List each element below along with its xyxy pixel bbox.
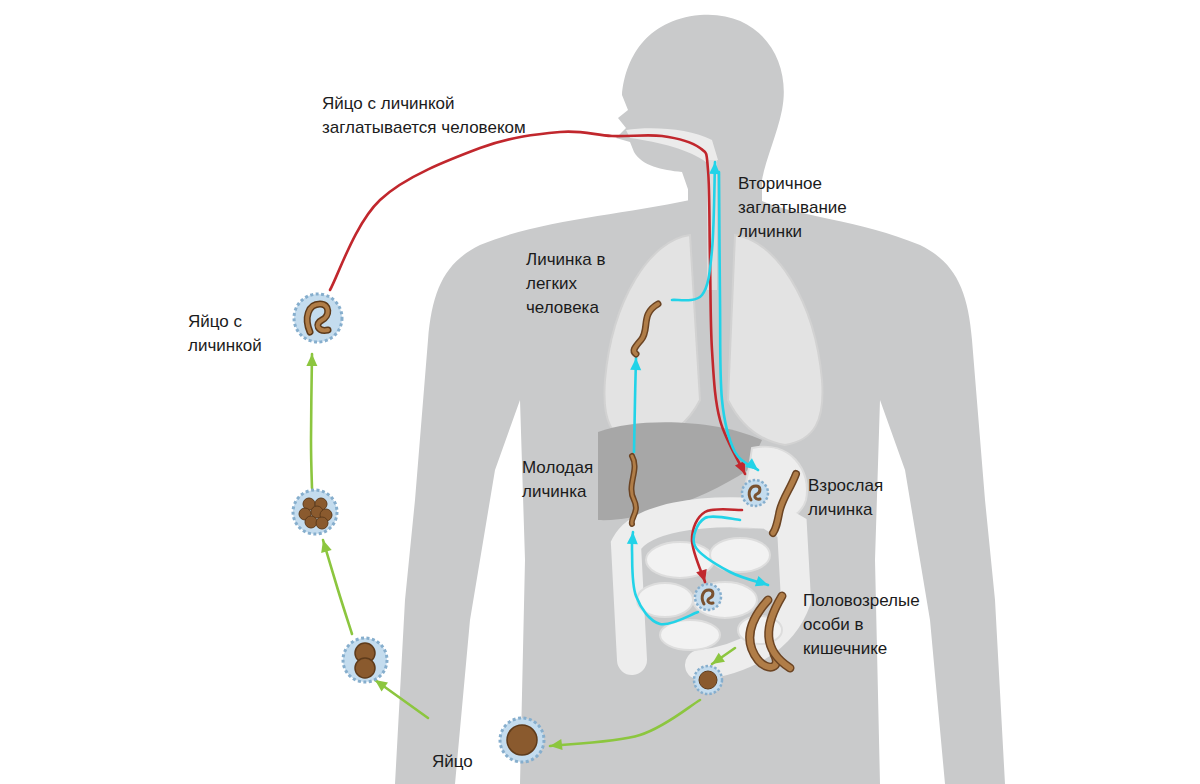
head xyxy=(616,15,784,195)
egg-cell xyxy=(355,658,375,678)
stage-node: Взрослая личинка xyxy=(740,470,915,535)
arrow-head xyxy=(627,532,638,544)
arrow-line xyxy=(375,680,428,718)
arrow-line xyxy=(330,132,745,474)
egg-icon xyxy=(695,584,721,610)
lung-left xyxy=(604,235,700,445)
stage-node: Яйцо с личинкой xyxy=(184,290,346,354)
arrow-head xyxy=(712,653,725,664)
arrow-head xyxy=(321,540,332,553)
egg-shell xyxy=(500,718,544,762)
egg-inner xyxy=(507,725,537,755)
larva-adult xyxy=(773,474,796,533)
larva-young xyxy=(631,456,636,524)
stage-label: Личинка в легких человека xyxy=(526,248,641,320)
adult-worm xyxy=(769,596,790,668)
mouth-throat xyxy=(626,128,718,162)
arrow-head xyxy=(550,739,563,750)
egg-icon xyxy=(742,480,768,506)
body-silhouette xyxy=(395,200,1005,784)
larva-lung xyxy=(634,304,658,354)
arrow-line xyxy=(311,354,312,488)
larva-young xyxy=(631,456,636,524)
egg-morula xyxy=(299,498,332,529)
lifecycle-arrow xyxy=(630,358,641,452)
egg-inner xyxy=(699,671,717,689)
arrow-line xyxy=(550,700,700,746)
egg-shell xyxy=(694,666,722,694)
arrow-line xyxy=(672,162,715,300)
worm-icon xyxy=(631,304,796,668)
egg-shell xyxy=(294,294,342,342)
larva-lung xyxy=(634,304,658,354)
stage-node: Молодая личинка xyxy=(518,452,653,532)
egg-icon xyxy=(343,638,387,682)
egg-icon xyxy=(500,718,544,762)
egg-cell xyxy=(316,517,328,529)
arrow-head xyxy=(755,576,768,586)
arrow-head xyxy=(630,358,641,370)
edge-label: Вторичное заглатывание личинки xyxy=(738,172,898,244)
intestine-loop xyxy=(693,582,757,618)
larva-curled xyxy=(749,486,760,500)
egg-icon xyxy=(694,666,722,694)
stage-label: Яйцо xyxy=(432,750,502,774)
small-intestine xyxy=(637,538,782,650)
stage-label: Половозрелые особи в кишечнике xyxy=(803,589,933,661)
egg-shell xyxy=(293,490,337,534)
lifecycle-arrow xyxy=(550,648,735,750)
stage-label: Взрослая личинка xyxy=(808,474,913,522)
arrow-head xyxy=(745,458,758,470)
adult-worm xyxy=(769,596,790,668)
stage-node: Яйцо xyxy=(428,718,550,772)
lifecycle-arrow xyxy=(330,132,745,625)
larva-adult xyxy=(773,474,796,533)
egg-icon xyxy=(294,294,342,342)
stage-node: Половозрелые особи в кишечнике xyxy=(735,585,935,675)
lung-right xyxy=(728,235,823,445)
egg-icon xyxy=(293,490,337,534)
stage-label: Яйцо с личинкой xyxy=(188,310,288,358)
arrow-head xyxy=(375,680,388,691)
arrow-line xyxy=(634,358,636,452)
egg-shell xyxy=(343,638,387,682)
lifecycle-arrow xyxy=(306,354,428,718)
larva-curled xyxy=(307,304,328,332)
arrow-head xyxy=(306,354,317,366)
lifecycle-arrow xyxy=(694,516,768,586)
edge-label: Яйцо с личинкой заглатывается человеком xyxy=(322,92,562,140)
arrow-line xyxy=(712,648,735,664)
egg-shell xyxy=(695,584,721,610)
larva-curled xyxy=(307,304,328,332)
arrow-head xyxy=(696,569,707,582)
arrow-line xyxy=(632,532,698,624)
arrow-line xyxy=(323,540,352,634)
stage-label: Молодая личинка xyxy=(522,456,622,504)
stage-node: Личинка в легких человека xyxy=(522,248,672,358)
egg-cell xyxy=(305,516,317,528)
egg-shell xyxy=(742,480,768,506)
arrow-line xyxy=(694,516,768,585)
larva-curled xyxy=(702,590,713,604)
